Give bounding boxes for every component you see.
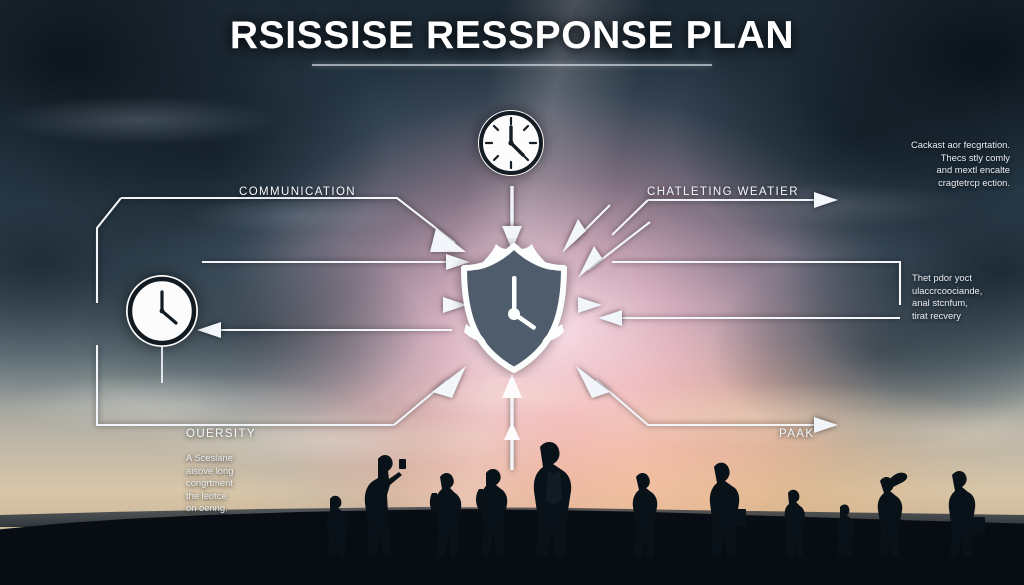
note-line: Thet pdor yoct (912, 272, 972, 283)
clock-icon-left (126, 275, 198, 347)
note-line: anal stcnfum, (912, 297, 968, 309)
note-bottom-left: A Sceslane aisove long congrtment the le… (186, 452, 291, 515)
note-line: Cackast aor fecgrtation. (910, 139, 1010, 150)
label-communication: COMMUNICATION (239, 186, 357, 198)
label-challenging-weather: CHATLETING WEATIER (647, 186, 799, 198)
page-title: RSISSISE RESSPONSE PLAN (229, 14, 795, 57)
note-line: and mextl encalte (936, 164, 1010, 176)
people-silhouette-group (0, 437, 1024, 557)
clock-stem (161, 347, 163, 383)
note-line: cragtetrcp ection. (938, 176, 1010, 188)
note-line: Thecs stly comly (940, 151, 1010, 163)
note-line: the leotce (186, 489, 227, 501)
title-divider (312, 64, 712, 66)
note-line: aisove long (186, 464, 234, 476)
note-mid-right: Thet pdor yoct ulaccrcoociande, anal stc… (912, 272, 1022, 322)
clock-icon-top (478, 110, 544, 176)
foreground-ridge (0, 509, 1024, 585)
note-line: A Sceslane (186, 452, 233, 463)
label-park: PAAK (779, 428, 815, 440)
note-line: ulaccrcoociande, (912, 284, 983, 296)
label-diversity: OUERSITY (186, 428, 256, 440)
note-line: on oenng. (186, 502, 228, 514)
note-top-right: Cackast aor fecgrtation. Thecs stly coml… (860, 139, 1010, 189)
note-line: tirat recvery (912, 309, 961, 321)
shield-clock-icon (461, 243, 567, 373)
note-line: congrtment (186, 477, 233, 489)
